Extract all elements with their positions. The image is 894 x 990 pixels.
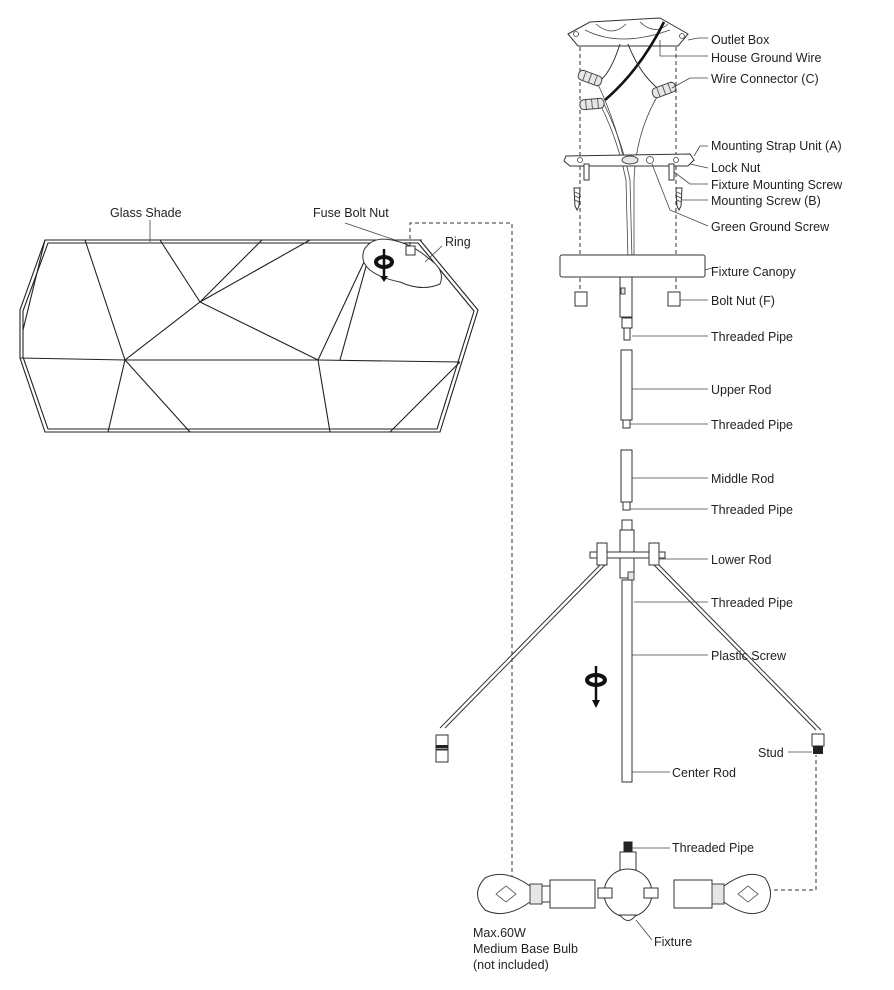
fixture-wire-a (599, 103, 629, 261)
label-stud: Stud (758, 746, 784, 760)
label-lower-rod: Lower Rod (711, 553, 771, 567)
label-wire-connector: Wire Connector (C) (711, 72, 819, 86)
right-arm-2 (658, 564, 822, 731)
fixture-wire-d (595, 79, 625, 161)
label-plastic-screw: Plastic Screw (711, 649, 787, 663)
house-wire-a (597, 43, 621, 83)
label-fixture-canopy: Fixture Canopy (711, 265, 797, 279)
socket-left (541, 879, 596, 909)
center-rod (621, 579, 633, 783)
middle-rod (620, 449, 633, 503)
label-mounting-strap-unit: Mounting Strap Unit (A) (711, 139, 842, 153)
label-lock-nut: Lock Nut (711, 161, 761, 175)
wire-connector-icon (577, 69, 677, 111)
label-outlet-box: Outlet Box (711, 33, 770, 47)
house-wire-b (627, 43, 661, 91)
label-threaded-pipe-3: Threaded Pipe (711, 503, 793, 517)
dashed-guide-right (760, 755, 817, 891)
mounting-screw (573, 187, 683, 212)
left-arm (439, 564, 601, 729)
label-threaded-pipe-2: Threaded Pipe (711, 418, 793, 432)
label-ring: Ring (445, 235, 471, 249)
mounting-strap (563, 153, 695, 167)
label-house-ground-wire: House Ground Wire (711, 51, 822, 65)
stud (811, 733, 825, 754)
label-fixture: Fixture (654, 935, 692, 949)
label-center-rod: Center Rod (672, 766, 736, 780)
ring (362, 238, 442, 288)
fuse-bolt-nut (405, 245, 416, 256)
canopy-stem (619, 276, 633, 318)
label-bulb-line3: (not included) (473, 958, 549, 972)
label-middle-rod: Middle Rod (711, 472, 774, 486)
fixture-wire-c (633, 91, 661, 260)
right-arm (653, 564, 817, 731)
socket-right (673, 879, 713, 909)
label-upper-rod: Upper Rod (711, 383, 771, 397)
label-threaded-pipe-4: Threaded Pipe (711, 596, 793, 610)
threaded-pipe-lower (621, 519, 633, 531)
rotate-arrow-icon (374, 249, 394, 282)
leader-lines (149, 37, 812, 941)
lower-rod (589, 529, 666, 581)
bulb-left (477, 873, 543, 915)
fixture-wire-b (603, 103, 633, 261)
house-ground-wire (604, 21, 666, 101)
label-mounting-screw: Mounting Screw (B) (711, 194, 821, 208)
fixture-canopy (559, 254, 706, 278)
rotate-arrow-icon (585, 666, 607, 708)
label-green-ground-screw: Green Ground Screw (711, 220, 830, 234)
label-bolt-nut: Bolt Nut (F) (711, 294, 775, 308)
bolt-nut (574, 291, 681, 307)
upper-rod (620, 349, 633, 421)
left-arm-end (435, 734, 449, 763)
label-bulb-line2: Medium Base Bulb (473, 942, 578, 956)
label-bulb-line1: Max.60W (473, 926, 526, 940)
threaded-pipe-top (621, 317, 633, 341)
label-fuse-bolt-nut: Fuse Bolt Nut (313, 206, 389, 220)
label-threaded-pipe-1: Threaded Pipe (711, 330, 793, 344)
threaded-pipe-upper (622, 419, 631, 429)
dashed-guide-left (409, 222, 513, 890)
threaded-pipe-middle (622, 501, 631, 511)
label-fixture-mounting-screw: Fixture Mounting Screw (711, 178, 843, 192)
left-arm-2 (444, 564, 606, 729)
label-threaded-pipe-5: Threaded Pipe (672, 841, 754, 855)
bulb-right (711, 873, 771, 915)
outlet-box (567, 17, 689, 47)
label-glass-shade: Glass Shade (110, 206, 182, 220)
fixture (597, 841, 659, 921)
